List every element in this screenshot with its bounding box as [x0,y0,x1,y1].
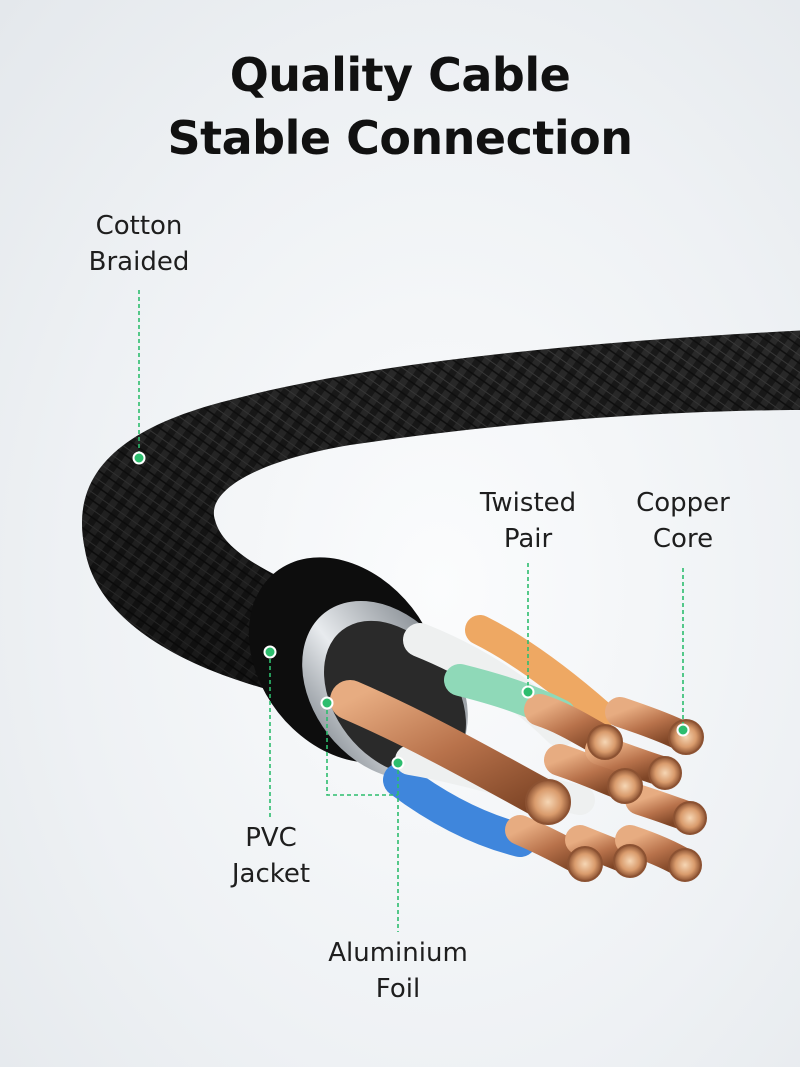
copper-core-dot [676,723,690,737]
headline-line-1: Quality Cable [229,48,571,102]
aluminium-foil-line-1: Aluminium [328,938,468,968]
callout-aluminium-foil: Aluminium Foil [313,935,483,1007]
copper-core-line-2: Core [652,524,714,554]
callout-copper-core: Copper Core [618,485,748,557]
copper-core-ends [525,719,707,882]
twisted-pair-dot [521,685,535,699]
twisted-pair-line-1: Twisted [479,488,577,518]
aluminium-foil-dot [391,756,405,770]
pvc-jacket-line-2: Jacket [231,859,311,889]
foil-dot-a [320,696,334,710]
pvc-jacket-line-1: PVC [245,823,297,853]
copper-core-line-1: Copper [636,488,730,518]
callout-pvc-jacket: PVC Jacket [206,820,336,892]
twisted-pair-line-2: Pair [503,524,553,554]
cotton-braided-dot [132,451,146,465]
callout-dots [132,451,690,770]
pvc-jacket-dot [263,645,277,659]
callout-twisted-pair: Twisted Pair [463,485,593,557]
cotton-braided-line-1: Cotton [95,211,183,241]
headline-line-2: Stable Connection [167,111,634,165]
cotton-braided-line-2: Braided [88,247,190,277]
callout-leader-lines [138,290,684,932]
aluminium-foil-line-2: Foil [375,974,421,1004]
callout-cotton-braided: Cotton Braided [79,208,199,280]
foil-leader-a [326,703,398,796]
